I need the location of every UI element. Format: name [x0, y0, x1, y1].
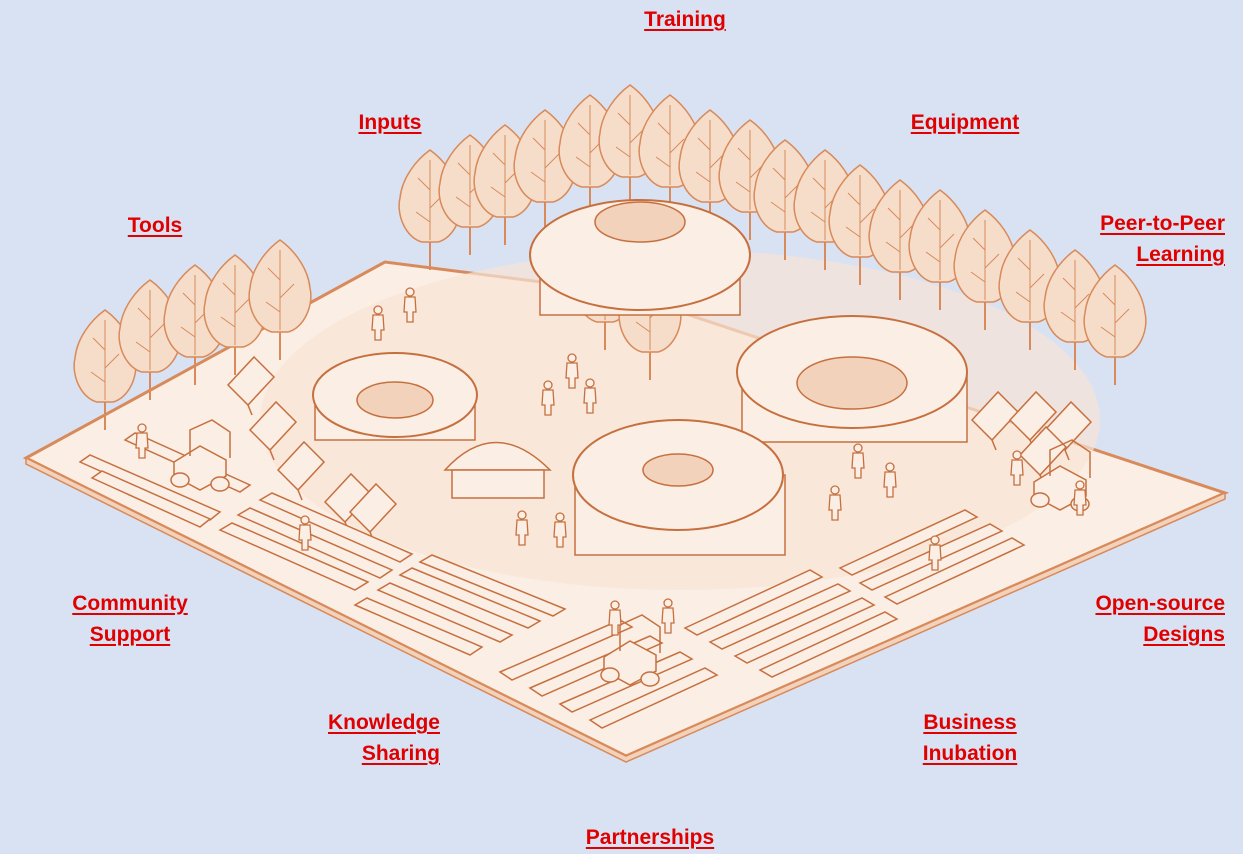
open-source-line2: Designs — [1143, 623, 1225, 646]
knowledge-sharing-line1: Knowledge — [327, 711, 440, 734]
crop-rows — [78, 432, 1026, 729]
tools-text: Tools — [127, 214, 183, 237]
dome-building — [443, 441, 552, 499]
label-community-support[interactable]: Community Support — [30, 588, 230, 650]
label-partnerships[interactable]: Partnerships — [565, 822, 735, 853]
open-source-line1: Open-source — [1095, 592, 1225, 615]
ring-building-left — [312, 352, 478, 441]
business-line1: Business — [923, 711, 1017, 734]
peer-to-peer-line1: Peer-to-Peer — [1100, 212, 1225, 235]
label-tools[interactable]: Tools — [100, 210, 210, 241]
community-support-line2: Support — [89, 623, 171, 646]
inputs-text: Inputs — [358, 111, 422, 134]
ring-building-right — [736, 315, 968, 443]
community-support-line1: Community — [72, 592, 188, 615]
label-business-inubation[interactable]: Business Inubation — [885, 707, 1055, 769]
label-open-source-designs[interactable]: Open-source Designs — [1030, 588, 1225, 650]
partnerships-text: Partnerships — [585, 826, 715, 849]
label-inputs[interactable]: Inputs — [330, 107, 450, 138]
peer-to-peer-line2: Learning — [1136, 243, 1225, 266]
label-peer-to-peer-learning[interactable]: Peer-to-Peer Learning — [1040, 208, 1225, 270]
business-line2: Inubation — [922, 742, 1018, 765]
knowledge-sharing-line2: Sharing — [361, 742, 440, 765]
label-knowledge-sharing[interactable]: Knowledge Sharing — [270, 707, 440, 769]
label-equipment[interactable]: Equipment — [880, 107, 1050, 138]
training-text: Training — [644, 8, 726, 31]
ring-building-top — [529, 199, 751, 316]
label-training[interactable]: Training — [625, 4, 745, 35]
equipment-text: Equipment — [910, 111, 1020, 134]
ring-building-center — [572, 419, 786, 556]
